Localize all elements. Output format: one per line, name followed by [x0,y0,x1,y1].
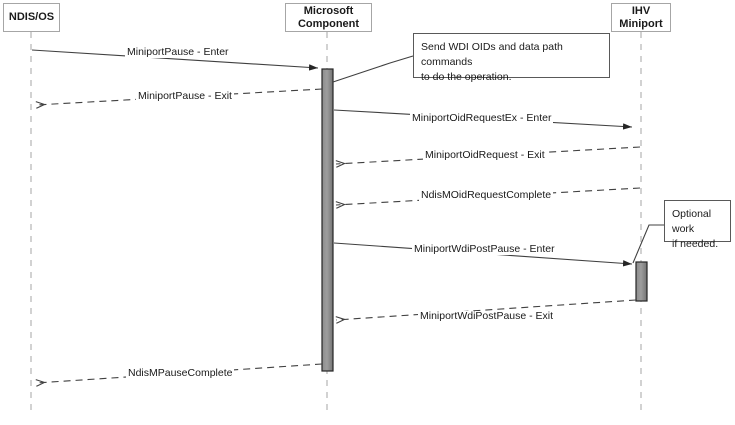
message-label-miniport-oid-request-exit: MiniportOidRequest - Exit [423,149,547,161]
note-optional-work-text: Optional work if needed. [672,208,719,251]
activation-bar-ihv-miniport [635,261,648,302]
actor-label-microsoft-component: Microsoft Component [297,4,360,30]
actor-header-ihv-miniport[interactable]: IHV Miniport [611,3,671,32]
note-connector-wdi-oids [332,55,414,83]
actor-header-microsoft-component[interactable]: Microsoft Component [285,3,372,32]
message-label-miniport-pause-exit: MiniportPause - Exit [136,90,234,102]
note-send-wdi-oids-text: Send WDI OIDs and data path commands to … [421,41,563,84]
message-label-miniport-wdi-post-pause-enter: MiniportWdiPostPause - Enter [412,243,557,255]
message-arrow-miniport-oid-request-exit [336,146,641,164]
actor-label-ndis-os: NDIS/OS [8,11,55,24]
message-arrow-miniport-pause-enter [31,49,319,71]
note-connector-optional-work [632,224,664,264]
message-label-miniport-oid-request-ex-enter: MiniportOidRequestEx - Enter [410,112,554,124]
message-arrow-ndis-m-oid-request-complete [336,187,641,205]
note-optional-work[interactable]: Optional work if needed. [664,200,731,250]
actor-label-ihv-miniport: IHV Miniport [619,4,663,30]
activation-bar-microsoft-component [321,68,334,372]
message-label-ndis-m-pause-complete: NdisMPauseComplete [126,367,235,379]
note-send-wdi-oids[interactable]: Send WDI OIDs and data path commands to … [413,33,610,83]
message-label-miniport-wdi-post-pause-exit: MiniportWdiPostPause - Exit [418,310,556,322]
message-arrow-miniport-wdi-post-pause-exit [336,299,637,320]
message-label-ndis-m-oid-request-complete: NdisMOidRequestComplete [419,189,554,201]
actor-header-ndis-os[interactable]: NDIS/OS [3,3,60,32]
message-label-miniport-pause-enter: MiniportPause - Enter [125,46,231,58]
